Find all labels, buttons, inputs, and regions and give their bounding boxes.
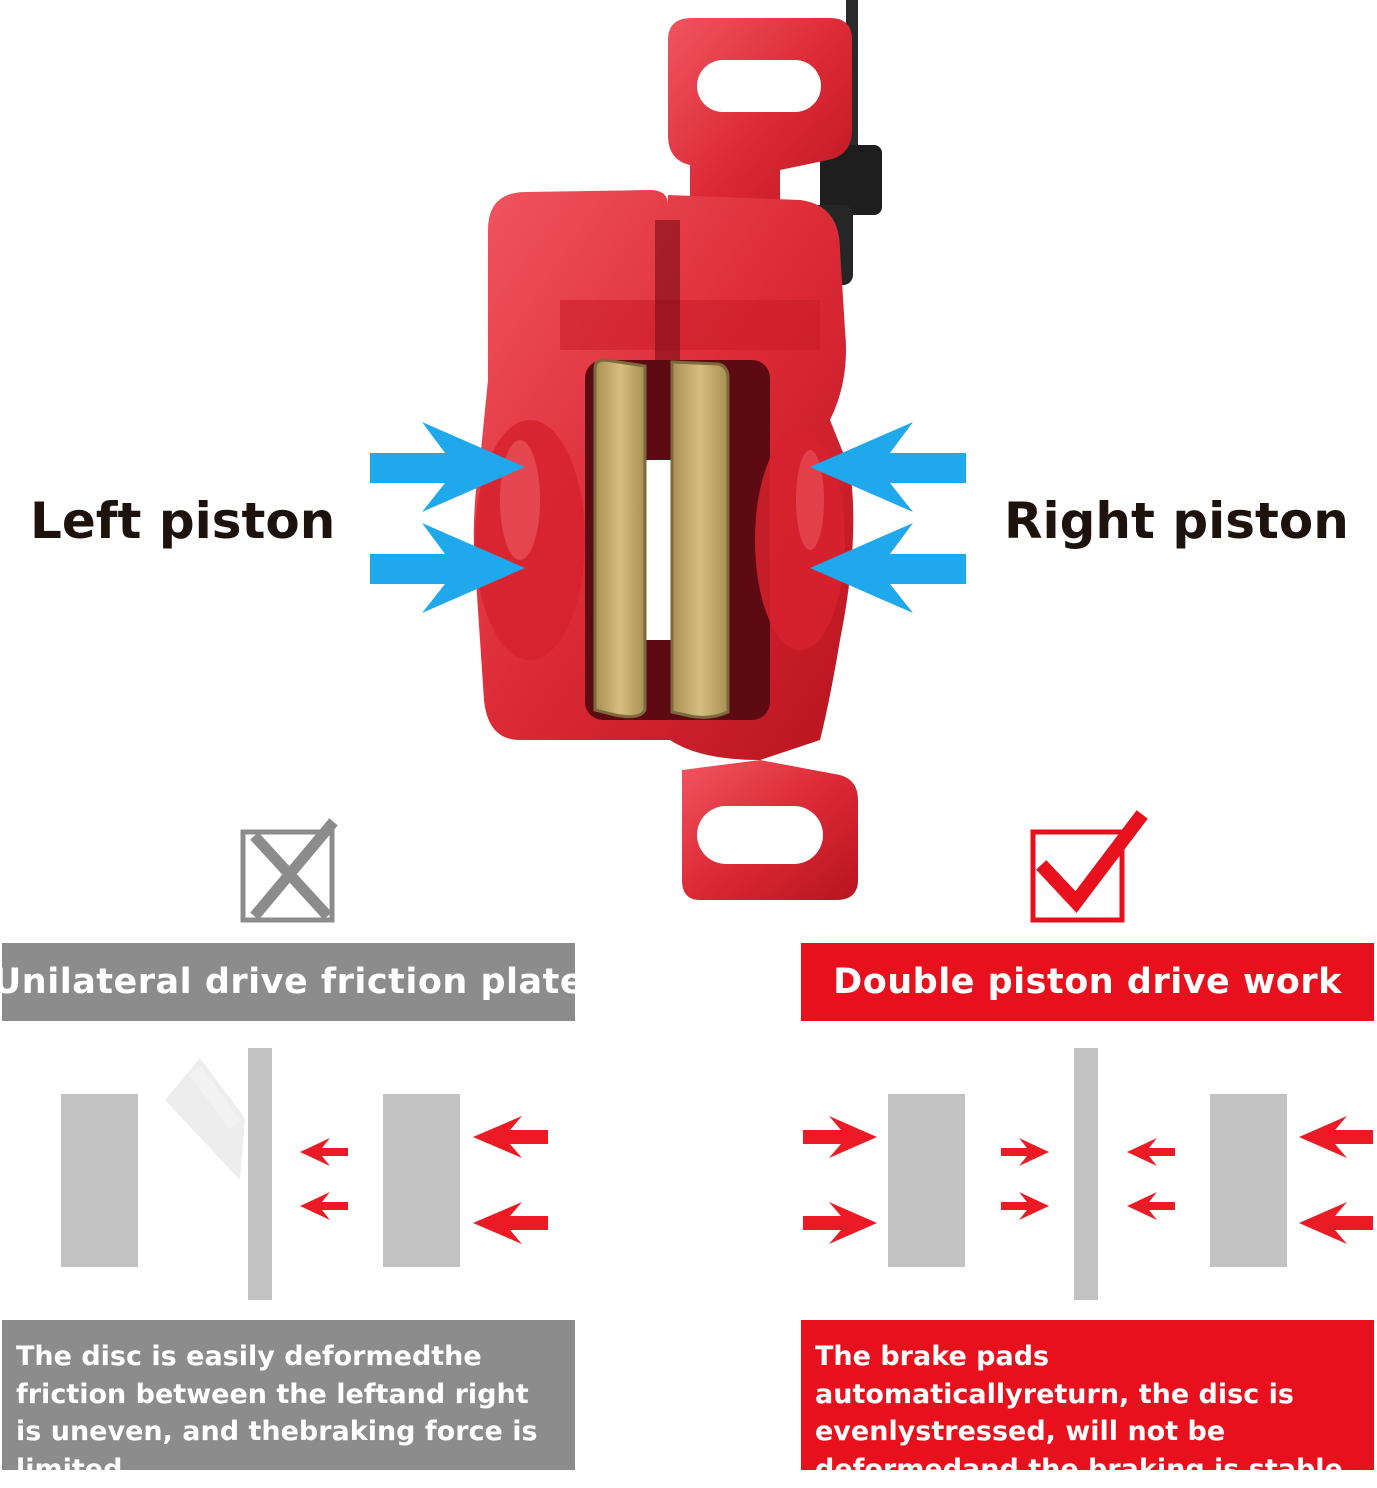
arrow-left-icon [810,523,966,613]
arrow-left-icon [1127,1192,1175,1220]
hose-fitting [820,145,882,215]
arrow-left-icon [810,422,966,512]
right-piston-arrows [810,422,966,613]
unilateral-diagram [61,1048,548,1300]
right-brake-pad [1210,1094,1287,1267]
good-description: The brake pads automaticallyreturn, the … [801,1320,1374,1485]
arrow-right-icon [1001,1192,1049,1220]
check-box-icon [1030,810,1148,923]
arrow-left-icon [300,1138,348,1166]
right-brake-pad [670,360,730,719]
arrow-left-icon [473,1202,548,1244]
right-piston-housing [755,430,845,650]
left-piston-arrows [370,422,525,613]
brake-disc [1074,1048,1098,1300]
brake-caliper-illustration [370,0,966,900]
arrow-left-icon [1127,1138,1175,1166]
top-mount-hole [697,60,821,112]
cross-box-icon [240,818,338,923]
bad-title-banner: Unilateral drive friction plate [0,943,584,1021]
arrow-right-icon [1001,1138,1049,1166]
arrow-right-icon [803,1116,877,1158]
left-piston-label: Left piston [30,492,336,550]
left-piston-housing [475,420,585,660]
bad-description: The disc is easily deformedthe friction … [2,1320,575,1485]
deformed-disc-ghost [165,1058,245,1180]
moving-brake-pad [383,1094,460,1267]
arrow-left-icon [1299,1116,1373,1158]
arrow-right-icon [803,1202,877,1244]
arrow-right-icon [370,523,525,613]
good-title-banner: Double piston drive work [801,943,1374,1021]
bottom-mount-hole [697,806,823,864]
fixed-brake-pad [61,1094,138,1267]
arrow-left-icon [473,1116,548,1158]
arrow-left-icon [1299,1202,1373,1244]
right-piston-label: Right piston [1004,492,1349,550]
left-brake-pad [888,1094,965,1267]
double-piston-diagram [803,1048,1373,1300]
arrow-right-icon [370,422,525,512]
brake-disc [248,1048,272,1300]
left-brake-pad [593,358,647,719]
arrow-left-icon [300,1192,348,1220]
